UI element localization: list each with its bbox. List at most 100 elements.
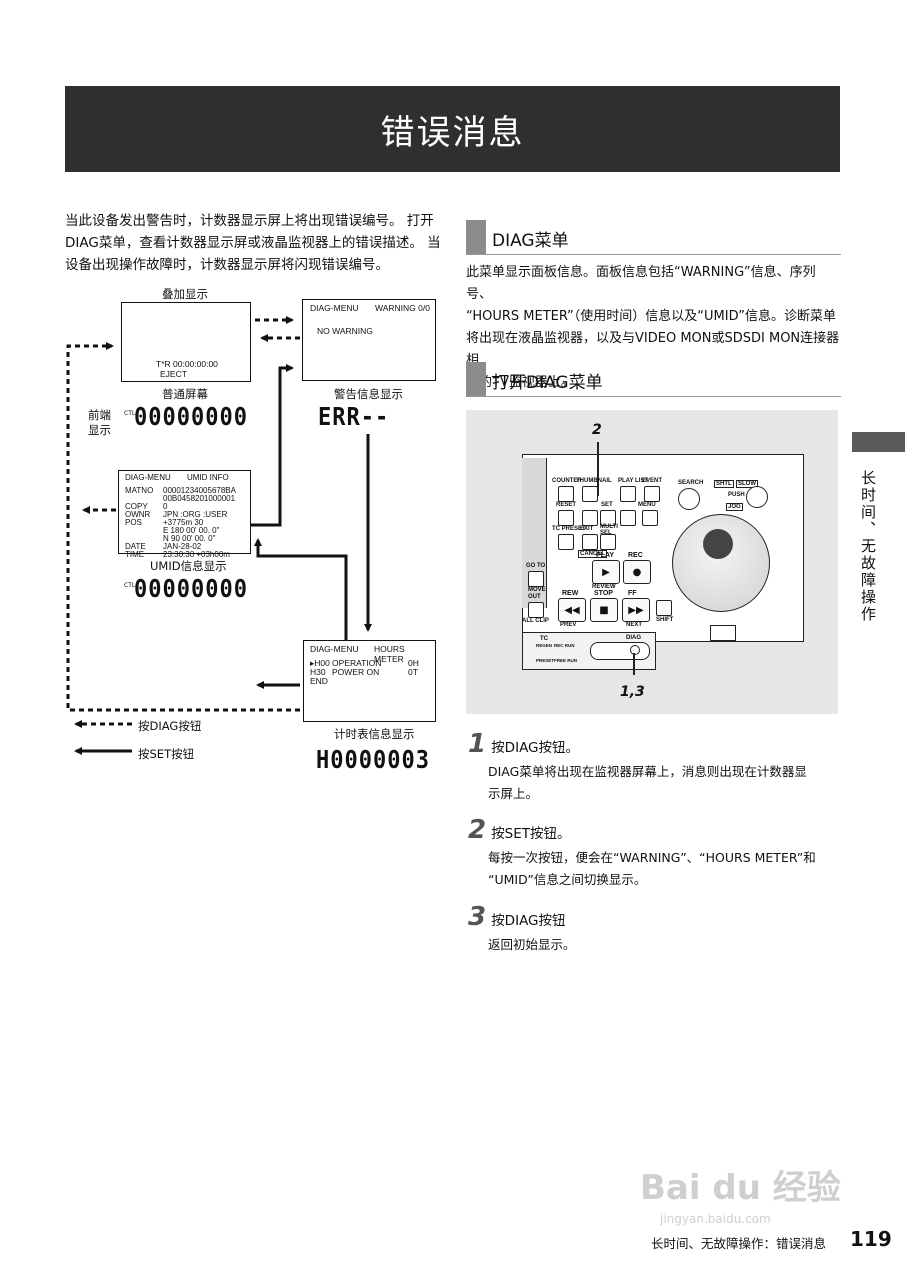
err-display: ERR-- (318, 403, 390, 432)
dial-tab (710, 625, 736, 641)
out-button[interactable] (528, 602, 544, 618)
step-desc-line: 返回初始显示。 (488, 937, 576, 952)
goto-button[interactable] (528, 571, 544, 587)
counter-label: COUNTER (552, 478, 582, 484)
slow-label: SLOW (736, 480, 758, 488)
rew-icon: ◀◀ (564, 604, 580, 616)
overlay-title: 叠加显示 (162, 287, 208, 301)
menu-label: MENU (638, 502, 656, 508)
step-title: 按DIAG按钮 (491, 913, 566, 929)
step-title: 按DIAG按钮。 (491, 740, 580, 756)
rec-button[interactable]: ● (623, 560, 651, 584)
flow-arrows (66, 316, 372, 755)
counter-display: 00000000 (134, 403, 248, 432)
arrow-dashed (66, 342, 300, 712)
rec-icon: ● (632, 566, 642, 578)
legend-set: 按SET按钮 (138, 747, 195, 761)
preset-label: PRESET (536, 658, 555, 663)
play-button[interactable]: ▶ (592, 560, 620, 584)
counter-button[interactable] (558, 486, 574, 502)
umid-value: E 180 00' 00. 0" (163, 526, 220, 535)
step-desc: 返回初始显示。 (468, 934, 848, 956)
left-arrow-button[interactable] (582, 510, 598, 526)
callout-line (597, 442, 599, 496)
reset-button[interactable] (558, 510, 574, 526)
exit-button[interactable] (582, 534, 598, 550)
arrow-solid (254, 538, 348, 640)
thumbnail-button[interactable] (582, 486, 598, 502)
jog-dial-knob (703, 529, 733, 559)
umid-value: N 90 00' 00. 0" (163, 534, 216, 543)
tcpreset-label: TC PRESET (552, 526, 586, 532)
normal-caption: 普通屏幕 (162, 387, 208, 401)
jog-dial[interactable] (672, 514, 770, 612)
playlist-button[interactable] (620, 486, 636, 502)
allclip-label: ALL CLIP (522, 618, 549, 624)
event-label: EVENT (642, 478, 663, 484)
shtl-label: SHTL (714, 480, 734, 488)
hours-header-right: HOURS METER (374, 644, 405, 664)
rec-label: REC (628, 552, 643, 559)
stop-button[interactable]: ■ (590, 598, 618, 622)
umid-key: POS (125, 518, 142, 527)
warning-header-right: WARNING 0/0 (375, 303, 430, 313)
umid-row: POS+3775m 30 (125, 519, 245, 527)
menu-button[interactable] (642, 510, 658, 526)
umid-header-right: UMID INFO (187, 473, 229, 482)
step-desc-line: DIAG菜单将出现在监视器屏幕上，消息则出现在计数器显 (488, 764, 807, 779)
shift-label: SHIFT (656, 617, 674, 623)
step-desc: DIAG菜单将出现在监视器屏幕上，消息则出现在计数器显 示屏上。 (468, 761, 848, 805)
front-label: 前端 显示 (88, 408, 111, 438)
page-number: 119 (850, 1227, 892, 1251)
eject-line: EJECT (160, 369, 187, 379)
reset-label: RESET (556, 502, 577, 508)
diag-button[interactable] (630, 645, 640, 655)
rew-button[interactable]: ◀◀ (558, 598, 586, 622)
thumbnail-label: THUMBNAIL (576, 478, 612, 484)
set-button[interactable] (600, 510, 616, 526)
down-arrow-button[interactable] (600, 534, 616, 550)
step-3: 3 按DIAG按钮 返回初始显示。 (468, 902, 848, 956)
intro-line: 设备出现操作故障时，计数器显示屏将闪现错误编号。 (65, 257, 389, 273)
stop-label: STOP (594, 590, 613, 597)
control-panel-illustration: 2 COUNTER THUMBNAIL PLAY LIST EVENT RESE… (466, 410, 838, 714)
freerun-label: FREE RUN (554, 658, 578, 663)
section-heading-diag: DIAG菜单 (466, 220, 841, 255)
legend-diag: 按DIAG按钮 (138, 719, 202, 733)
intro-paragraph: 当此设备发出警告时，计数器显示屏上将出现错误编号。 打开 DIAG菜单，查看计数… (65, 210, 445, 276)
side-tab-text: 长时间、无故障操作 (859, 470, 877, 623)
warning-header-left: DIAG-MENU (310, 303, 359, 313)
tcpreset-button[interactable] (558, 534, 574, 550)
umid-value: 00B0458201000001 (163, 494, 236, 503)
shift-button[interactable] (656, 600, 672, 616)
ctl-label: CTL (124, 410, 136, 417)
step-number: 3 (468, 902, 487, 932)
exit-label: EXIT (580, 526, 594, 532)
next-label: NEXT (626, 622, 643, 628)
callout-1-3: 1,3 (620, 684, 645, 700)
stop-icon: ■ (599, 604, 609, 616)
step-1: 1 按DIAG按钮。 DIAG菜单将出现在监视器屏幕上，消息则出现在计数器显 示… (468, 729, 848, 805)
heading-text: 打开DIAG菜单 (492, 373, 603, 393)
tc-label: TC (540, 636, 548, 642)
umid-key: MATNO (125, 486, 154, 495)
umid-key: DATE (125, 542, 146, 551)
hours-value: 0T (408, 667, 418, 677)
prev-label: PREV (560, 622, 577, 628)
ff-button[interactable]: ▶▶ (622, 598, 650, 622)
event-button[interactable] (644, 486, 660, 502)
ff-icon: ▶▶ (628, 604, 644, 616)
search-button[interactable] (678, 488, 700, 510)
umid-caption: UMID信息显示 (150, 559, 227, 573)
multisel-label: MULTI SEL (600, 524, 618, 536)
intro-line: 当此设备发出警告时，计数器显示屏上将出现错误编号。 打开 (65, 213, 434, 229)
slow-button[interactable] (746, 486, 768, 508)
step-desc-line: 每按一次按钮，便会在“WARNING”、“HOURS METER”和 (488, 850, 816, 865)
right-arrow-button[interactable] (620, 510, 636, 526)
